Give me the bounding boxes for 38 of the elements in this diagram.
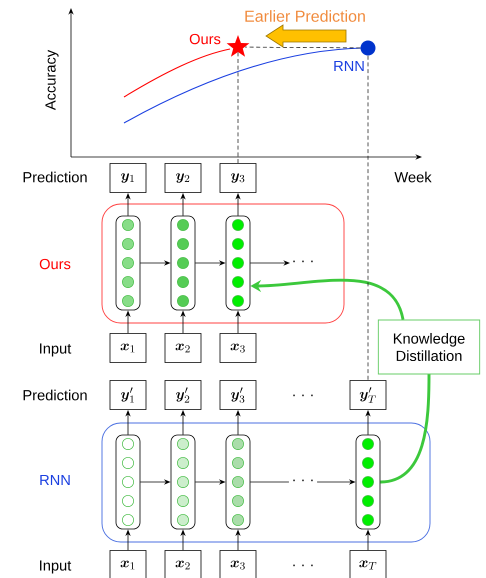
block-arrow	[265, 24, 346, 48]
output-box: $\bm{y}'_3$	[220, 380, 256, 410]
row-label: Input	[40, 343, 72, 357]
group-label: RNN	[40, 474, 70, 486]
annotation-label: Earlier Prediction	[245, 10, 365, 22]
row-label: Input	[40, 560, 72, 574]
output-box: $\bm{x}_1$	[110, 550, 146, 578]
ellipsis: · · ·	[293, 260, 313, 262]
output-box: $\bm{x}_3$	[220, 333, 256, 363]
row-label: Prediction	[24, 172, 87, 182]
output-box: $\bm{y}'_2$	[164, 380, 202, 410]
note-box: Knowledge Distillation	[378, 320, 480, 374]
hidden-layer	[116, 434, 140, 530]
output-box: $\bm{y}_3$	[220, 163, 256, 193]
hidden-layer	[226, 216, 250, 310]
output-box: $\bm{y}'_1$	[110, 380, 146, 410]
edge-label: · · ·	[288, 476, 318, 488]
ellipsis: · · ·	[293, 394, 313, 396]
output-box: $\bm{x}_2$	[164, 550, 202, 578]
output-box: $\bm{x}_1$	[110, 333, 146, 363]
hidden-layer	[170, 216, 196, 310]
hidden-layer	[170, 434, 196, 530]
output-box: $\bm{y}'_T$	[350, 380, 386, 410]
group-label: Ours	[40, 258, 70, 270]
output-box: $\bm{x}_3$	[220, 550, 256, 578]
series-label: Ours	[190, 34, 220, 44]
row-label: Prediction	[24, 390, 87, 400]
axis-label: Accuracy	[45, 50, 59, 110]
hidden-layer	[116, 216, 140, 310]
output-box: $\bm{y}_1$	[110, 163, 146, 193]
ellipsis: · · ·	[293, 564, 313, 566]
series-label: RNN	[334, 60, 364, 72]
axis-label: Week	[394, 172, 432, 182]
hidden-layer	[356, 434, 380, 530]
output-box: $\bm{x}_2$	[164, 333, 202, 363]
output-box: $\bm{y}_2$	[164, 163, 202, 193]
output-box: $\bm{x}_T$	[350, 550, 386, 578]
hidden-layer	[226, 434, 250, 530]
